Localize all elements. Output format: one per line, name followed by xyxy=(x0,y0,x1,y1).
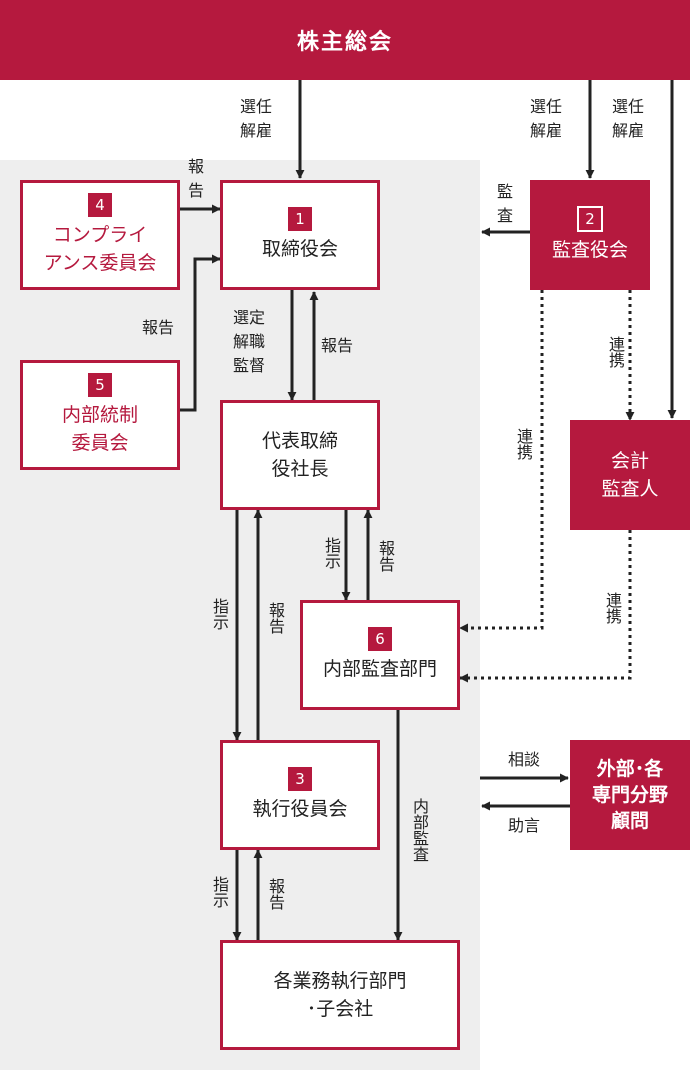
label-advice: 助言 xyxy=(508,816,541,835)
compliance-number-badge: 4 xyxy=(88,193,112,217)
label-appoint-dismiss-1: 選任 解雇 xyxy=(240,97,273,140)
dotted-accounting-internal-audit xyxy=(459,521,635,683)
accounting-auditor-box[interactable]: 会計 監査人 xyxy=(570,420,690,530)
compliance-committee-box[interactable]: 4 コンプライ アンス委員会 xyxy=(20,180,180,290)
internal-control-number-badge: 5 xyxy=(88,373,112,397)
board-number-badge: 1 xyxy=(288,207,312,231)
business-units-line2: ･子会社 xyxy=(306,998,374,1020)
label-instruct-business: 指示 xyxy=(210,876,229,908)
internal-audit-box[interactable]: 6 内部監査部門 xyxy=(300,600,460,710)
president-label-line2: 役社長 xyxy=(271,458,329,480)
label-coordination-3: 連携 xyxy=(603,592,622,624)
label-select-dismiss-supervise: 選定 解職 監督 xyxy=(233,308,266,375)
label-internal-audit: 内部監査 xyxy=(410,798,429,862)
accounting-auditor-label-line2: 監査人 xyxy=(601,478,659,500)
business-units-line1: 各業務執行部門 xyxy=(273,970,407,992)
executive-label: 執行役員会 xyxy=(252,798,348,820)
label-report-president: 報告 xyxy=(321,336,354,355)
audit-board-label: 監査役会 xyxy=(551,239,628,261)
president-box[interactable]: 代表取締 役社長 xyxy=(220,400,380,510)
label-audit: 監 査 xyxy=(497,182,514,225)
label-consultation: 相談 xyxy=(508,750,541,769)
audit-board-box[interactable]: 2 監査役会 xyxy=(530,180,650,290)
external-advisors-box[interactable]: 外部･各 専門分野 顧問 xyxy=(570,740,690,850)
label-appoint-dismiss-2: 選任 解雇 xyxy=(530,97,563,140)
audit-board-number-badge: 2 xyxy=(577,206,603,232)
label-coordination-1: 連携 xyxy=(606,336,625,368)
label-instruct-internal-audit: 指示 xyxy=(322,537,341,569)
external-advisors-line2: 専門分野 xyxy=(591,784,668,806)
external-advisors-line1: 外部･各 xyxy=(596,758,664,780)
compliance-label-line1: コンプライ xyxy=(52,224,148,246)
label-report-business: 報告 xyxy=(266,878,285,910)
label-report-compliance: 報 告 xyxy=(188,157,205,200)
executive-committee-box[interactable]: 3 執行役員会 xyxy=(220,740,380,850)
arrow-internal-control-to-board xyxy=(178,254,221,412)
board-label: 取締役会 xyxy=(261,238,338,260)
shareholders-meeting-label: 株主総会 xyxy=(296,30,393,55)
compliance-label-line2: アンス委員会 xyxy=(43,252,157,274)
label-report-executive: 報告 xyxy=(266,602,285,634)
president-label-line1: 代表取締 xyxy=(261,430,338,452)
label-coordination-2: 連携 xyxy=(514,428,533,460)
label-appoint-dismiss-3: 選任 解雇 xyxy=(612,97,645,140)
business-units-box[interactable]: 各業務執行部門 ･子会社 xyxy=(220,940,460,1050)
executive-number-badge: 3 xyxy=(288,767,312,791)
label-report-internal-control: 報告 xyxy=(142,318,175,337)
internal-audit-label: 内部監査部門 xyxy=(322,658,437,680)
external-advisors-line3: 顧問 xyxy=(610,810,649,832)
label-instruct-executive: 指示 xyxy=(210,598,229,630)
label-report-internal-audit: 報告 xyxy=(376,540,395,572)
internal-control-label-line1: 内部統制 xyxy=(61,404,138,426)
internal-control-committee-box[interactable]: 5 内部統制 委員会 xyxy=(20,360,180,470)
shareholders-meeting-bar[interactable]: 株主総会 xyxy=(0,0,690,80)
internal-control-label-line2: 委員会 xyxy=(71,432,129,454)
board-of-directors-box[interactable]: 1 取締役会 xyxy=(220,180,380,290)
accounting-auditor-label-line1: 会計 xyxy=(610,450,649,472)
internal-audit-number-badge: 6 xyxy=(368,627,392,651)
